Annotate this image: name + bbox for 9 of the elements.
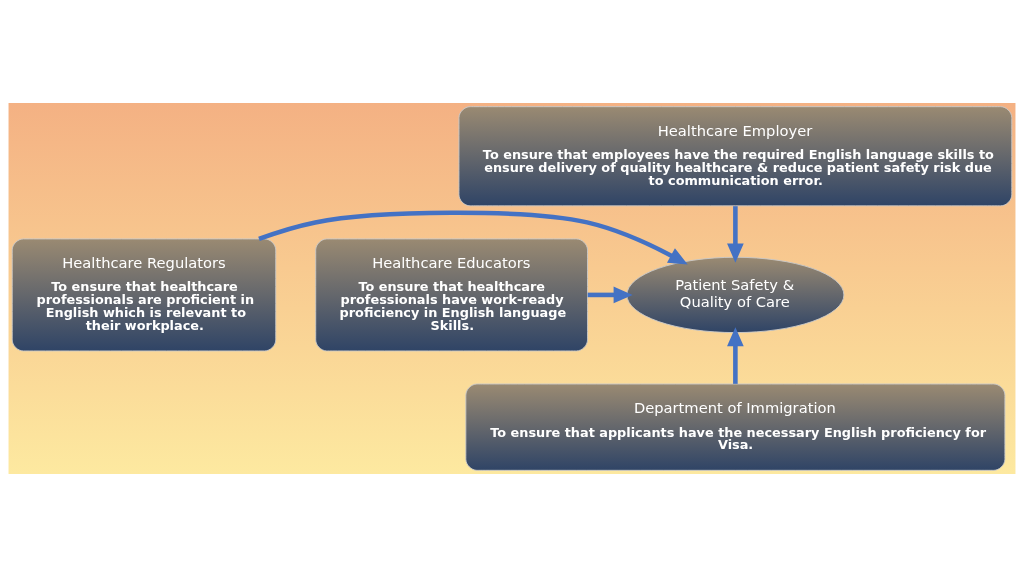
arrow [587,286,633,303]
arrow [727,326,744,384]
node-box: Department of Immigration To ensure that applicants have the necessary English proficiency for Visa. [465,383,1006,471]
arrow [258,209,688,265]
node-box: Healthcare Educators To ensure that healthcare professionals have work-ready proficiency in English language Skills. [315,237,588,351]
node-box: Healthcare Regulators To ensure that healthcare professionals are proficient in English which is relevant to their workplace. [11,237,277,351]
arrow [727,205,744,263]
node-box: Healthcare Employer To ensure that employees have the required English language skills to ensure delivery of quality healthcare & reduce patient safety risk due to communication error. [458,105,1013,206]
node-ellipse: Patient Safety & Quality of Care [626,256,845,333]
